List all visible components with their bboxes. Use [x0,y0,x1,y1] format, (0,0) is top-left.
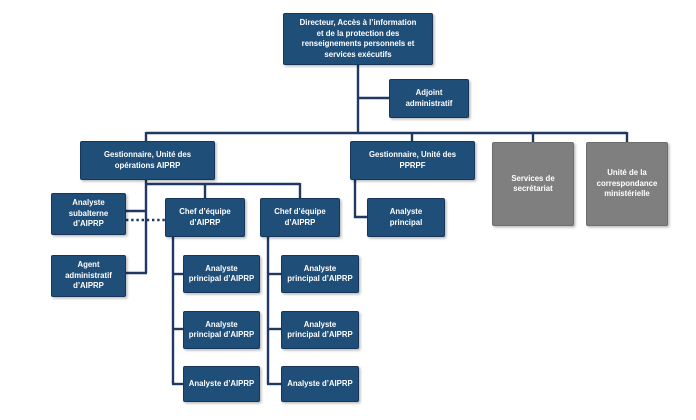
org-node-analyste-col1-row3: Analyste d’AIPRP [183,366,260,402]
org-node-unite-correspondance-label: Unité de la correspondance ministérielle [596,168,658,199]
org-node-analyste-col2-row3-label: Analyste d’AIPRP [287,378,353,388]
org-node-analyste-principal-col1-row2: Analyste principal d’AIPRP [183,311,260,349]
org-node-chef-equipe-2-label: Chef d’équipe d’AIPRP [274,207,326,227]
org-node-chef-equipe-1-label: Chef d’équipe d’AIPRP [179,207,231,227]
org-node-chef-equipe-1: Chef d’équipe d’AIPRP [165,198,245,237]
org-node-manager-operations: Gestionnaire, Unité des opérations AIPRP [80,141,215,180]
org-node-manager-pprpf-label: Gestionnaire, Unité des PPRPF [368,150,457,170]
org-node-manager-operations-label: Gestionnaire, Unité des opérations AIPRP [103,150,192,170]
org-node-analyste-principal-col1-row1: Analyste principal d’AIPRP [183,255,260,293]
org-node-services-secretariat-label: Services de secrétariat [511,173,555,194]
org-node-analyste-principal-col1-row1-label: Analyste principal d’AIPRP [188,263,255,284]
org-node-services-secretariat: Services de secrétariat [492,142,574,226]
org-node-analyste-subalterne: Analyste subalterne d’AIPRP [51,193,126,235]
line-pprpf-elbow [353,180,367,219]
org-node-analyste-principal-col2-row1: Analyste principal d’AIPRP [281,255,359,293]
org-node-analyste-subalterne-label: Analyste subalterne d’AIPRP [68,198,109,229]
org-node-analyste-col1-row3-label: Analyste d’AIPRP [188,378,255,388]
org-node-analyste-principal-pprpf: Analyste principal [367,198,445,237]
org-node-analyste-principal-col2-row2-label: Analyste principal d’AIPRP [287,319,353,340]
org-node-agent-administratif: Agent administratif d’AIPRP [51,255,126,297]
org-node-analyste-principal-col2-row1-label: Analyste principal d’AIPRP [287,263,353,284]
org-node-chef-equipe-2: Chef d’équipe d’AIPRP [260,198,340,237]
org-node-agent-administratif-label: Agent administratif d’AIPRP [65,260,112,291]
org-node-analyste-col2-row3: Analyste d’AIPRP [281,366,359,402]
org-node-analyste-principal-pprpf-label: Analyste principal [389,207,423,227]
org-node-adjoint-label: Adjoint administratif [405,88,453,108]
org-node-analyste-principal-col2-row2: Analyste principal d’AIPRP [281,311,359,349]
org-node-unite-correspondance: Unité de la correspondance ministérielle [586,142,668,226]
org-node-adjoint: Adjoint administratif [389,79,469,118]
org-node-manager-pprpf: Gestionnaire, Unité des PPRPF [350,141,475,180]
org-node-director: Directeur, Accès à l’information et de l… [283,13,433,65]
org-node-director-label: Directeur, Accès à l’information et de l… [299,18,417,59]
org-node-analyste-principal-col1-row2-label: Analyste principal d’AIPRP [188,319,255,340]
